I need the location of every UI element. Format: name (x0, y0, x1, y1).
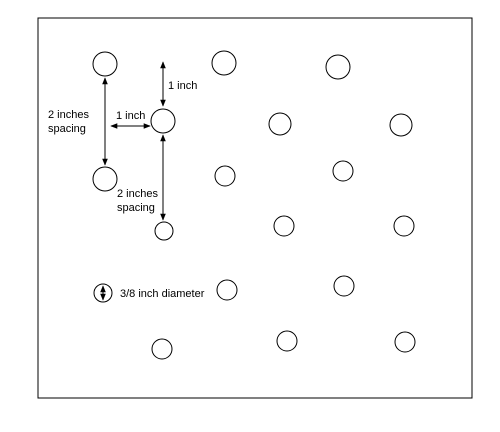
vertical-spacing-label-line1: 2 inches (48, 109, 89, 121)
hole (151, 338, 173, 360)
hole (154, 221, 174, 241)
hole (325, 54, 351, 80)
hole (214, 165, 236, 187)
hole (394, 331, 416, 353)
hole (93, 283, 113, 303)
hole (216, 279, 238, 301)
hole (150, 108, 176, 134)
holes-group (92, 50, 416, 360)
lower-spacing-label-line2: spacing (117, 202, 155, 214)
horizontal-offset-label: 1 inch (116, 110, 145, 122)
hole (92, 51, 118, 77)
diameter-label: 3/8 inch diameter (120, 288, 205, 300)
hole (333, 275, 355, 297)
dimension-arrows (100, 61, 166, 301)
hole (273, 215, 295, 237)
vertical-offset-label: 1 inch (168, 80, 197, 92)
hole (389, 113, 413, 137)
hole (211, 50, 237, 76)
hole (332, 160, 354, 182)
hole (393, 215, 415, 237)
vertical-spacing-label-line2: spacing (48, 123, 86, 135)
lower-spacing-label-line1: 2 inches (117, 188, 158, 200)
hole (276, 330, 298, 352)
panel-border (37, 17, 473, 399)
hole (268, 112, 292, 136)
hole (92, 166, 118, 192)
